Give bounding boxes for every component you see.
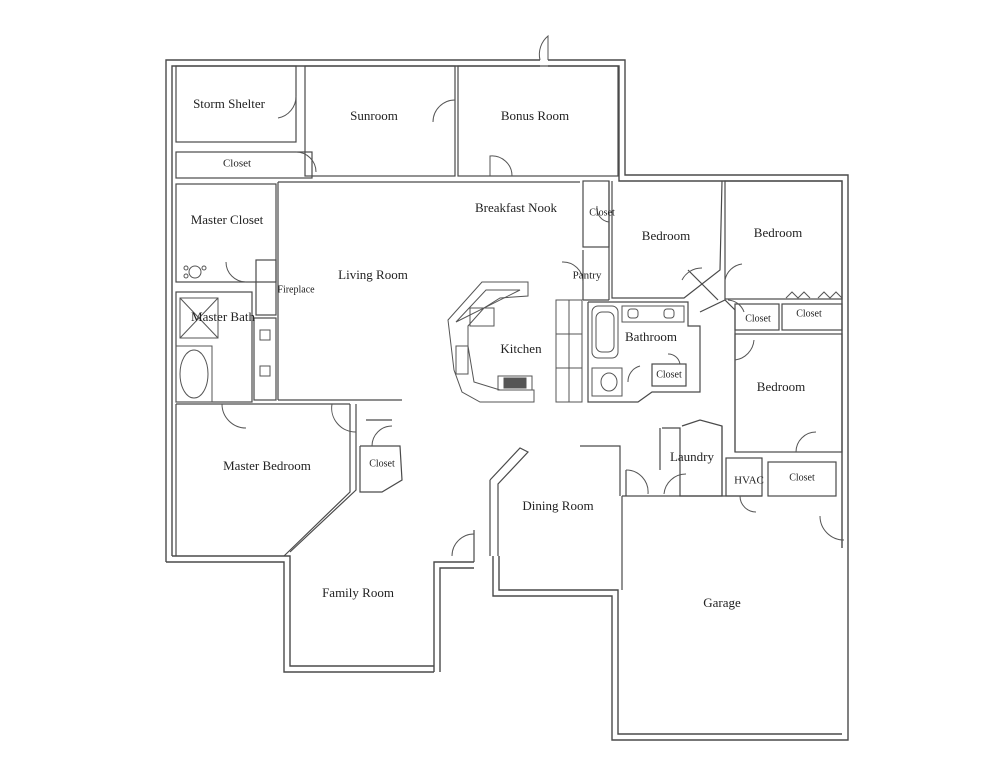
- closet-shelving: [785, 291, 843, 299]
- label-sunroom: Sunroom: [350, 108, 398, 123]
- label-kitchen: Kitchen: [500, 341, 542, 356]
- label-fireplace: Fireplace: [277, 284, 315, 295]
- label-storm-shelter: Storm Shelter: [193, 96, 266, 111]
- label-pantry: Pantry: [573, 270, 602, 282]
- label-closet-hvac: Closet: [789, 472, 815, 483]
- label-laundry: Laundry: [670, 449, 715, 464]
- label-closet-bed2-b: Closet: [796, 308, 822, 319]
- interior-walls: [175, 65, 843, 590]
- label-master-closet: Master Closet: [191, 212, 264, 227]
- label-family-room: Family Room: [322, 585, 394, 600]
- door-swings: [221, 34, 845, 557]
- label-closet-bath: Closet: [656, 369, 682, 380]
- label-hvac: HVAC: [734, 475, 764, 487]
- kitchen-cabinets: [447, 281, 583, 403]
- label-master-bedroom: Master Bedroom: [223, 458, 311, 473]
- label-closet-bed2-a: Closet: [745, 313, 771, 324]
- label-living-room: Living Room: [338, 267, 408, 282]
- label-breakfast-nook: Breakfast Nook: [475, 200, 557, 215]
- label-closet-master: Closet: [369, 458, 395, 469]
- label-dining-room: Dining Room: [522, 498, 593, 513]
- label-closet-nook: Closet: [589, 207, 615, 218]
- label-bonus-room: Bonus Room: [501, 108, 569, 123]
- label-bedroom-1: Bedroom: [642, 228, 690, 243]
- master-bath-fixtures: [175, 265, 219, 403]
- label-bathroom: Bathroom: [625, 329, 677, 344]
- room-labels: Storm Shelter Sunroom Bonus Room Closet …: [191, 96, 822, 610]
- label-bedroom-3: Bedroom: [757, 379, 805, 394]
- label-garage: Garage: [703, 595, 741, 610]
- label-bedroom-2: Bedroom: [754, 225, 802, 240]
- label-closet-top: Closet: [223, 158, 251, 170]
- label-master-bath: Master Bath: [191, 309, 255, 324]
